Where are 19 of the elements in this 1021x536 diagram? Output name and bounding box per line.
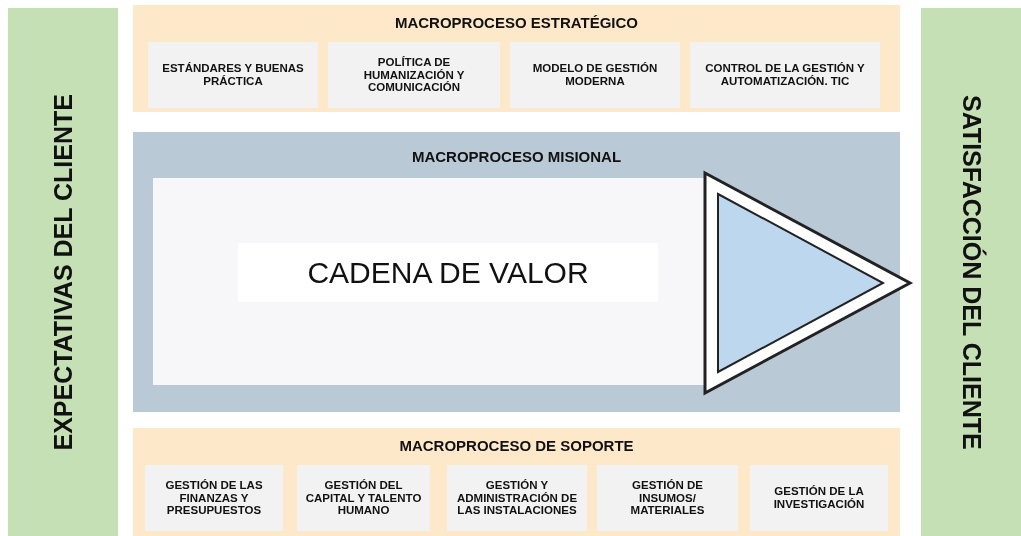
process-box: GESTIÓN Y ADMINISTRACIÓN DE LAS INSTALACIONES	[447, 465, 587, 531]
process-box: GESTIÓN DEL CAPITAL Y TALENTO HUMANO	[297, 465, 430, 531]
band-title: MACROPROCESO DE SOPORTE	[398, 437, 635, 454]
band-title: MACROPROCESO MISIONAL	[410, 148, 623, 165]
process-band	[133, 428, 900, 536]
band-title: MACROPROCESO ESTRATÉGICO	[393, 14, 640, 31]
process-box: GESTIÓN DE LA INVESTIGACIÓN	[750, 465, 888, 531]
vertical-label: SATISFACCIÓN DEL CLIENTE	[956, 94, 986, 450]
process-band	[133, 5, 900, 112]
value-chain-box: CADENA DE VALOR	[238, 243, 658, 302]
process-box: GESTIÓN DE LAS FINANZAS Y PRESUPUESTOS	[145, 465, 283, 531]
process-box: GESTIÓN DE INSUMOS/ MATERIALES	[597, 465, 738, 531]
process-box: MODELO DE GESTIÓN MODERNA	[510, 42, 680, 108]
process-box: POLÍTICA DE HUMANIZACIÓN Y COMUNICACIÓN	[328, 42, 500, 108]
side-band	[921, 8, 1021, 536]
vertical-label: EXPECTATIVAS DEL CLIENTE	[48, 93, 78, 451]
side-band	[8, 8, 118, 536]
process-box: CONTROL DE LA GESTIÓN Y AUTOMATIZACIÓN. TIC	[690, 42, 880, 108]
process-box: ESTÁNDARES Y BUENAS PRÁCTICA	[148, 42, 318, 108]
